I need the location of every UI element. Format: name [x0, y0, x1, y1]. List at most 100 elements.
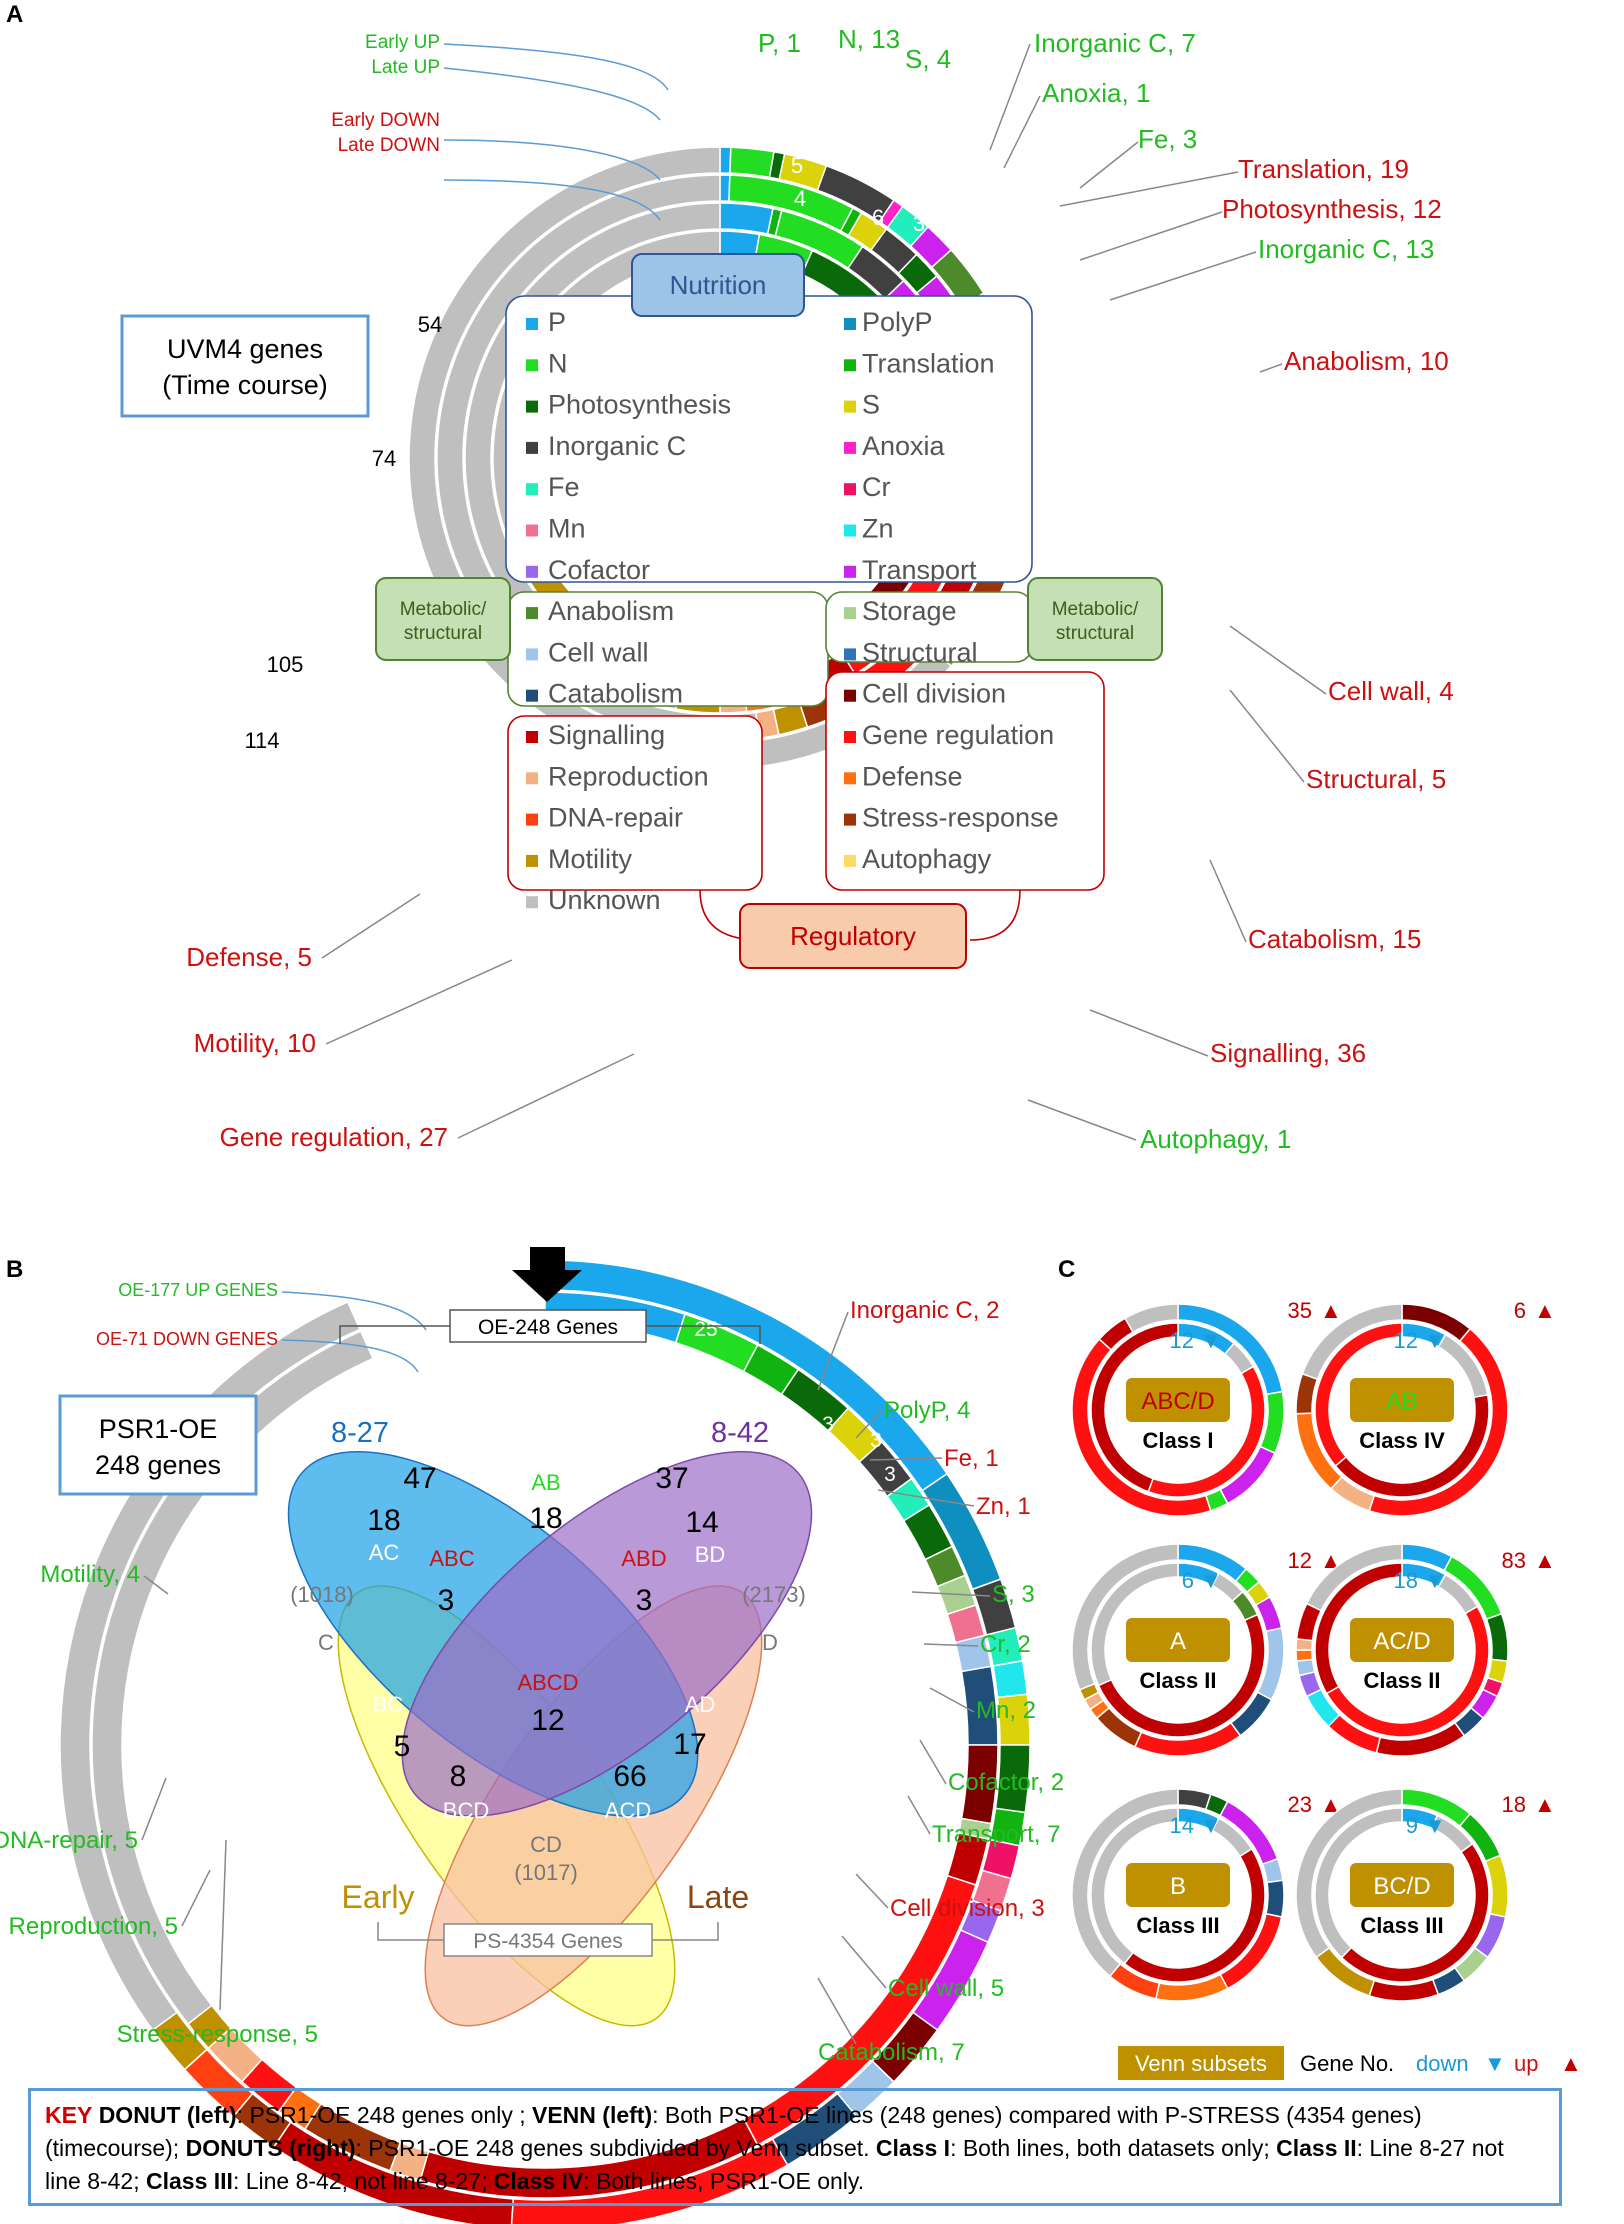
panel-b-callout-right: Cell wall, 5 [888, 1975, 1004, 2002]
legend-item-right: S [862, 390, 880, 420]
venn-subset-box [1126, 1378, 1230, 1422]
panel-a-ring-number: 2 [1255, 576, 1267, 601]
panel-a-callout-right: Structural, 5 [1306, 764, 1446, 794]
down-triangle-icon: ▼ [1424, 1328, 1446, 1353]
panel-a-ring-number: 1 [1036, 1045, 1048, 1070]
down-triangle-icon: ▼ [1424, 1568, 1446, 1593]
panel-a-ring-number: 3 [913, 211, 925, 236]
series-label-early-up: Early UP [365, 32, 440, 53]
venn-line-a-label: 8-27 [331, 1417, 389, 1449]
legend-item-left: Inorganic C [548, 431, 686, 461]
key-text-7: : Both lines, PSR1-OE only. [583, 2168, 865, 2194]
panel-a-callout-right: Cell wall, 4 [1328, 676, 1454, 706]
panel-c-donut-4-outer-segment-0 [1177, 1788, 1212, 1811]
venn-diagram: OE-248 Genes 8-27 8-42 A47B37AB18AC18BD1… [287, 1247, 813, 2027]
panel-c-donut-3-outer-segment-2 [1485, 1612, 1509, 1662]
panel-b-ring-number: 1 [880, 1569, 892, 1592]
down-triangle-icon: ▼ [1200, 1813, 1222, 1838]
legend-item-right: Zn [862, 514, 894, 544]
venn-region-value: 37 [655, 1462, 688, 1495]
panel-c-donut-3-outer-segment-11 [1295, 1658, 1316, 1677]
key-text-5: : Line 8-27 not line 8-42; [45, 2135, 1504, 2194]
legend-item-left: Signalling [548, 720, 665, 750]
legend-header-label: Metabolic/structural [1052, 599, 1139, 644]
up-count: 23 [1288, 1792, 1312, 1817]
panel-b-ring-number: 2 [876, 1634, 888, 1657]
panel-b-callout-right: PolyP, 4 [884, 1397, 970, 1424]
venn-region-name: AC [369, 1540, 400, 1565]
legend-swatch [844, 648, 856, 661]
panel-b-ring-number: 4 [374, 1999, 386, 2022]
down-count: 12 [1170, 1328, 1194, 1353]
panel-b-callout-right: S, 3 [992, 1581, 1035, 1608]
up-label: up [1514, 2051, 1538, 2076]
down-count: 6 [1182, 1568, 1194, 1593]
panel-a-series-labels: Early UP Late UP Early DOWN Late DOWN [331, 32, 669, 221]
panel-c-donut-4-inner-segment-3 [1090, 1807, 1179, 1965]
panel-a-ring-number: 2 [1184, 315, 1196, 340]
gene-no-label: Gene No. [1300, 2051, 1394, 2076]
panel-c-legend: Venn subsets Gene No. down ▼ up ▲ [1118, 2046, 1582, 2080]
series-label-early-down: Early DOWN [331, 110, 440, 131]
legend-swatch [844, 607, 856, 620]
legend-swatch [526, 648, 538, 661]
key-term-class-1: Class I [875, 2135, 951, 2161]
key-term-class-2: Class II [1276, 2135, 1357, 2161]
legend-swatch [526, 813, 538, 826]
legend-item-right: Autophagy [862, 844, 992, 874]
legend-swatch [526, 772, 538, 785]
venn-region-value: (1017) [514, 1860, 578, 1885]
panel-a-ring-number: 10 [958, 1065, 982, 1090]
panel-c-donut-3-inner-segment-3 [1314, 1562, 1403, 1695]
panel-a-ring-number: 14 [778, 1033, 802, 1058]
legend-item-left: P [548, 307, 566, 337]
panel-a-ring-numbers: 1415146333522236896563321541320149172188… [319, 90, 1311, 1116]
legend-header-box [375, 577, 511, 661]
venn-subset-label: B [1170, 1873, 1186, 1900]
series-label-oe-down: OE-71 DOWN GENES [96, 1329, 278, 1349]
up-triangle-icon: ▲ [1320, 1792, 1342, 1817]
panel-a-ring-number: 6 [1186, 430, 1198, 455]
class-label: Class II [1363, 1668, 1440, 1693]
panel-a: A 14151463335222368965633215413201491721… [6, 1, 1454, 1154]
panel-b-ring-number: 1 [868, 1495, 880, 1518]
venn-region-name: BD [695, 1542, 726, 1567]
panel-b-ring-number: 3 [822, 1413, 834, 1436]
venn-region-value: 47 [403, 1462, 436, 1495]
venn-region-value: 14 [685, 1506, 718, 1539]
venn-top-box [449, 1309, 647, 1343]
class-label: Class III [1360, 1913, 1443, 1938]
up-count: 6 [1514, 1298, 1526, 1323]
panel-c-letter: C [1058, 1256, 1075, 1283]
venn-subsets-label: Venn subsets [1135, 2051, 1267, 2076]
panel-c-donut-3-outer-segment-15 [1305, 1543, 1403, 1612]
up-triangle-icon: ▲ [1320, 1298, 1342, 1323]
key-label: KEY [45, 2102, 93, 2128]
series-label-late-up: Late UP [371, 57, 440, 78]
panel-b-ring-number: 1 [862, 1477, 874, 1500]
panel-b-ring-number: 1 [860, 1541, 872, 1564]
venn-region-name: CD [530, 1832, 562, 1857]
down-label: down [1416, 2051, 1469, 2076]
legend-swatch [526, 896, 538, 909]
panel-c-donut-2-inner-segment-4 [1090, 1562, 1179, 1687]
key-term-donuts-right: DONUTS (right) [185, 2135, 356, 2161]
panel-a-ring-number: 1 [1207, 707, 1219, 732]
panel-a-callout-right: S, 4 [905, 44, 951, 74]
panel-a-ring-number: 15 [1287, 599, 1311, 624]
legend-item-left: Photosynthesis [548, 390, 731, 420]
venn-region-value: 66 [613, 1760, 646, 1793]
legend-swatch [844, 854, 856, 867]
key-text-6: : Line 8-42, not line 8-27; [232, 2168, 494, 2194]
panel-b-ring-number: 1 [874, 1521, 886, 1544]
panel-c-donut-1-outer-segment-4 [1295, 1372, 1319, 1415]
panel-a-ring-number: 3 [1203, 749, 1215, 774]
panel-b-callout-left: Reproduction, 5 [9, 1913, 178, 1940]
panel-a-ring-number: 4 [1253, 627, 1265, 652]
panel-b-callout-right: Cell division, 3 [890, 1895, 1045, 1922]
venn-region-value: 5 [394, 1730, 411, 1763]
venn-early-label: Early [342, 1879, 415, 1915]
legend-item-left: Cofactor [548, 555, 650, 585]
panel-b-title-line2: 248 genes [95, 1450, 221, 1480]
legend-swatch [526, 689, 538, 702]
